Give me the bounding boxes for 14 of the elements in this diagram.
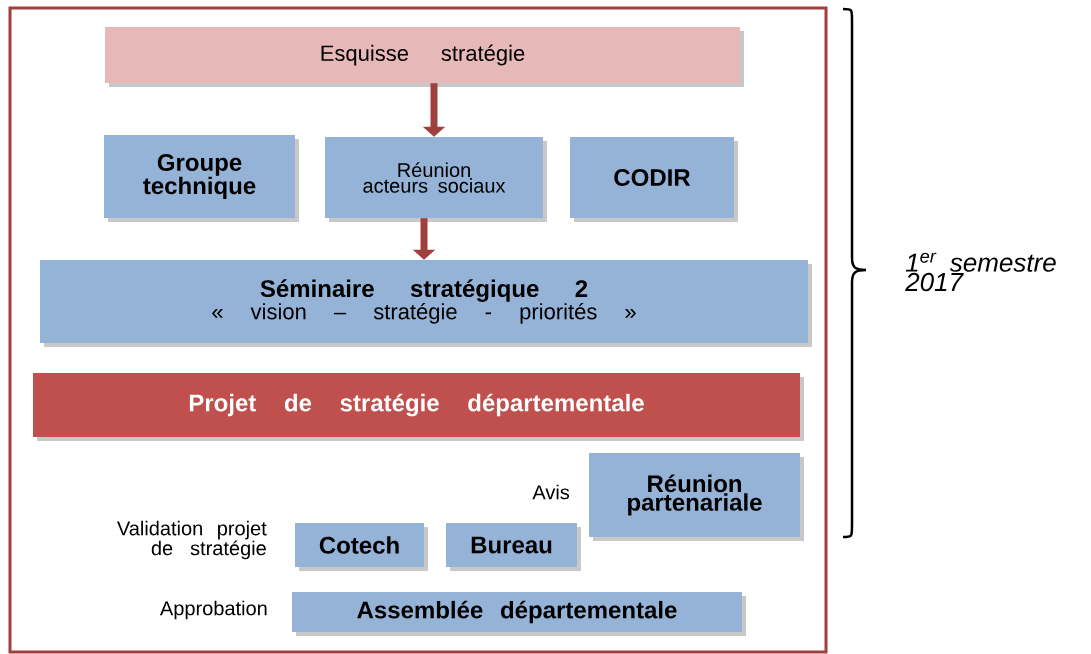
process-box: CODIR <box>570 137 738 222</box>
process-box: Groupe technique <box>104 135 299 222</box>
annotation-text: Avis <box>532 484 570 500</box>
process-box: Esquisse stratégie <box>105 27 744 87</box>
process-box: Réunion acteurs sociaux <box>325 137 547 222</box>
process-box: Cotech <box>295 523 428 571</box>
annotation-text: Approbation <box>160 600 267 620</box>
period-label: 1$^{er}$ semestre 2017 <box>905 252 1056 292</box>
process-box: Assemblée départementale <box>292 592 746 636</box>
process-box: Séminaire stratégique 2 « vision – stratégie - priorités » <box>40 260 812 347</box>
annotation-text: Validation projet de stratégie <box>117 520 267 560</box>
process-box: Bureau <box>446 523 581 571</box>
result-banner: Projet de stratégie départementale <box>33 373 804 441</box>
process-box: Réunion partenariale <box>589 453 804 541</box>
